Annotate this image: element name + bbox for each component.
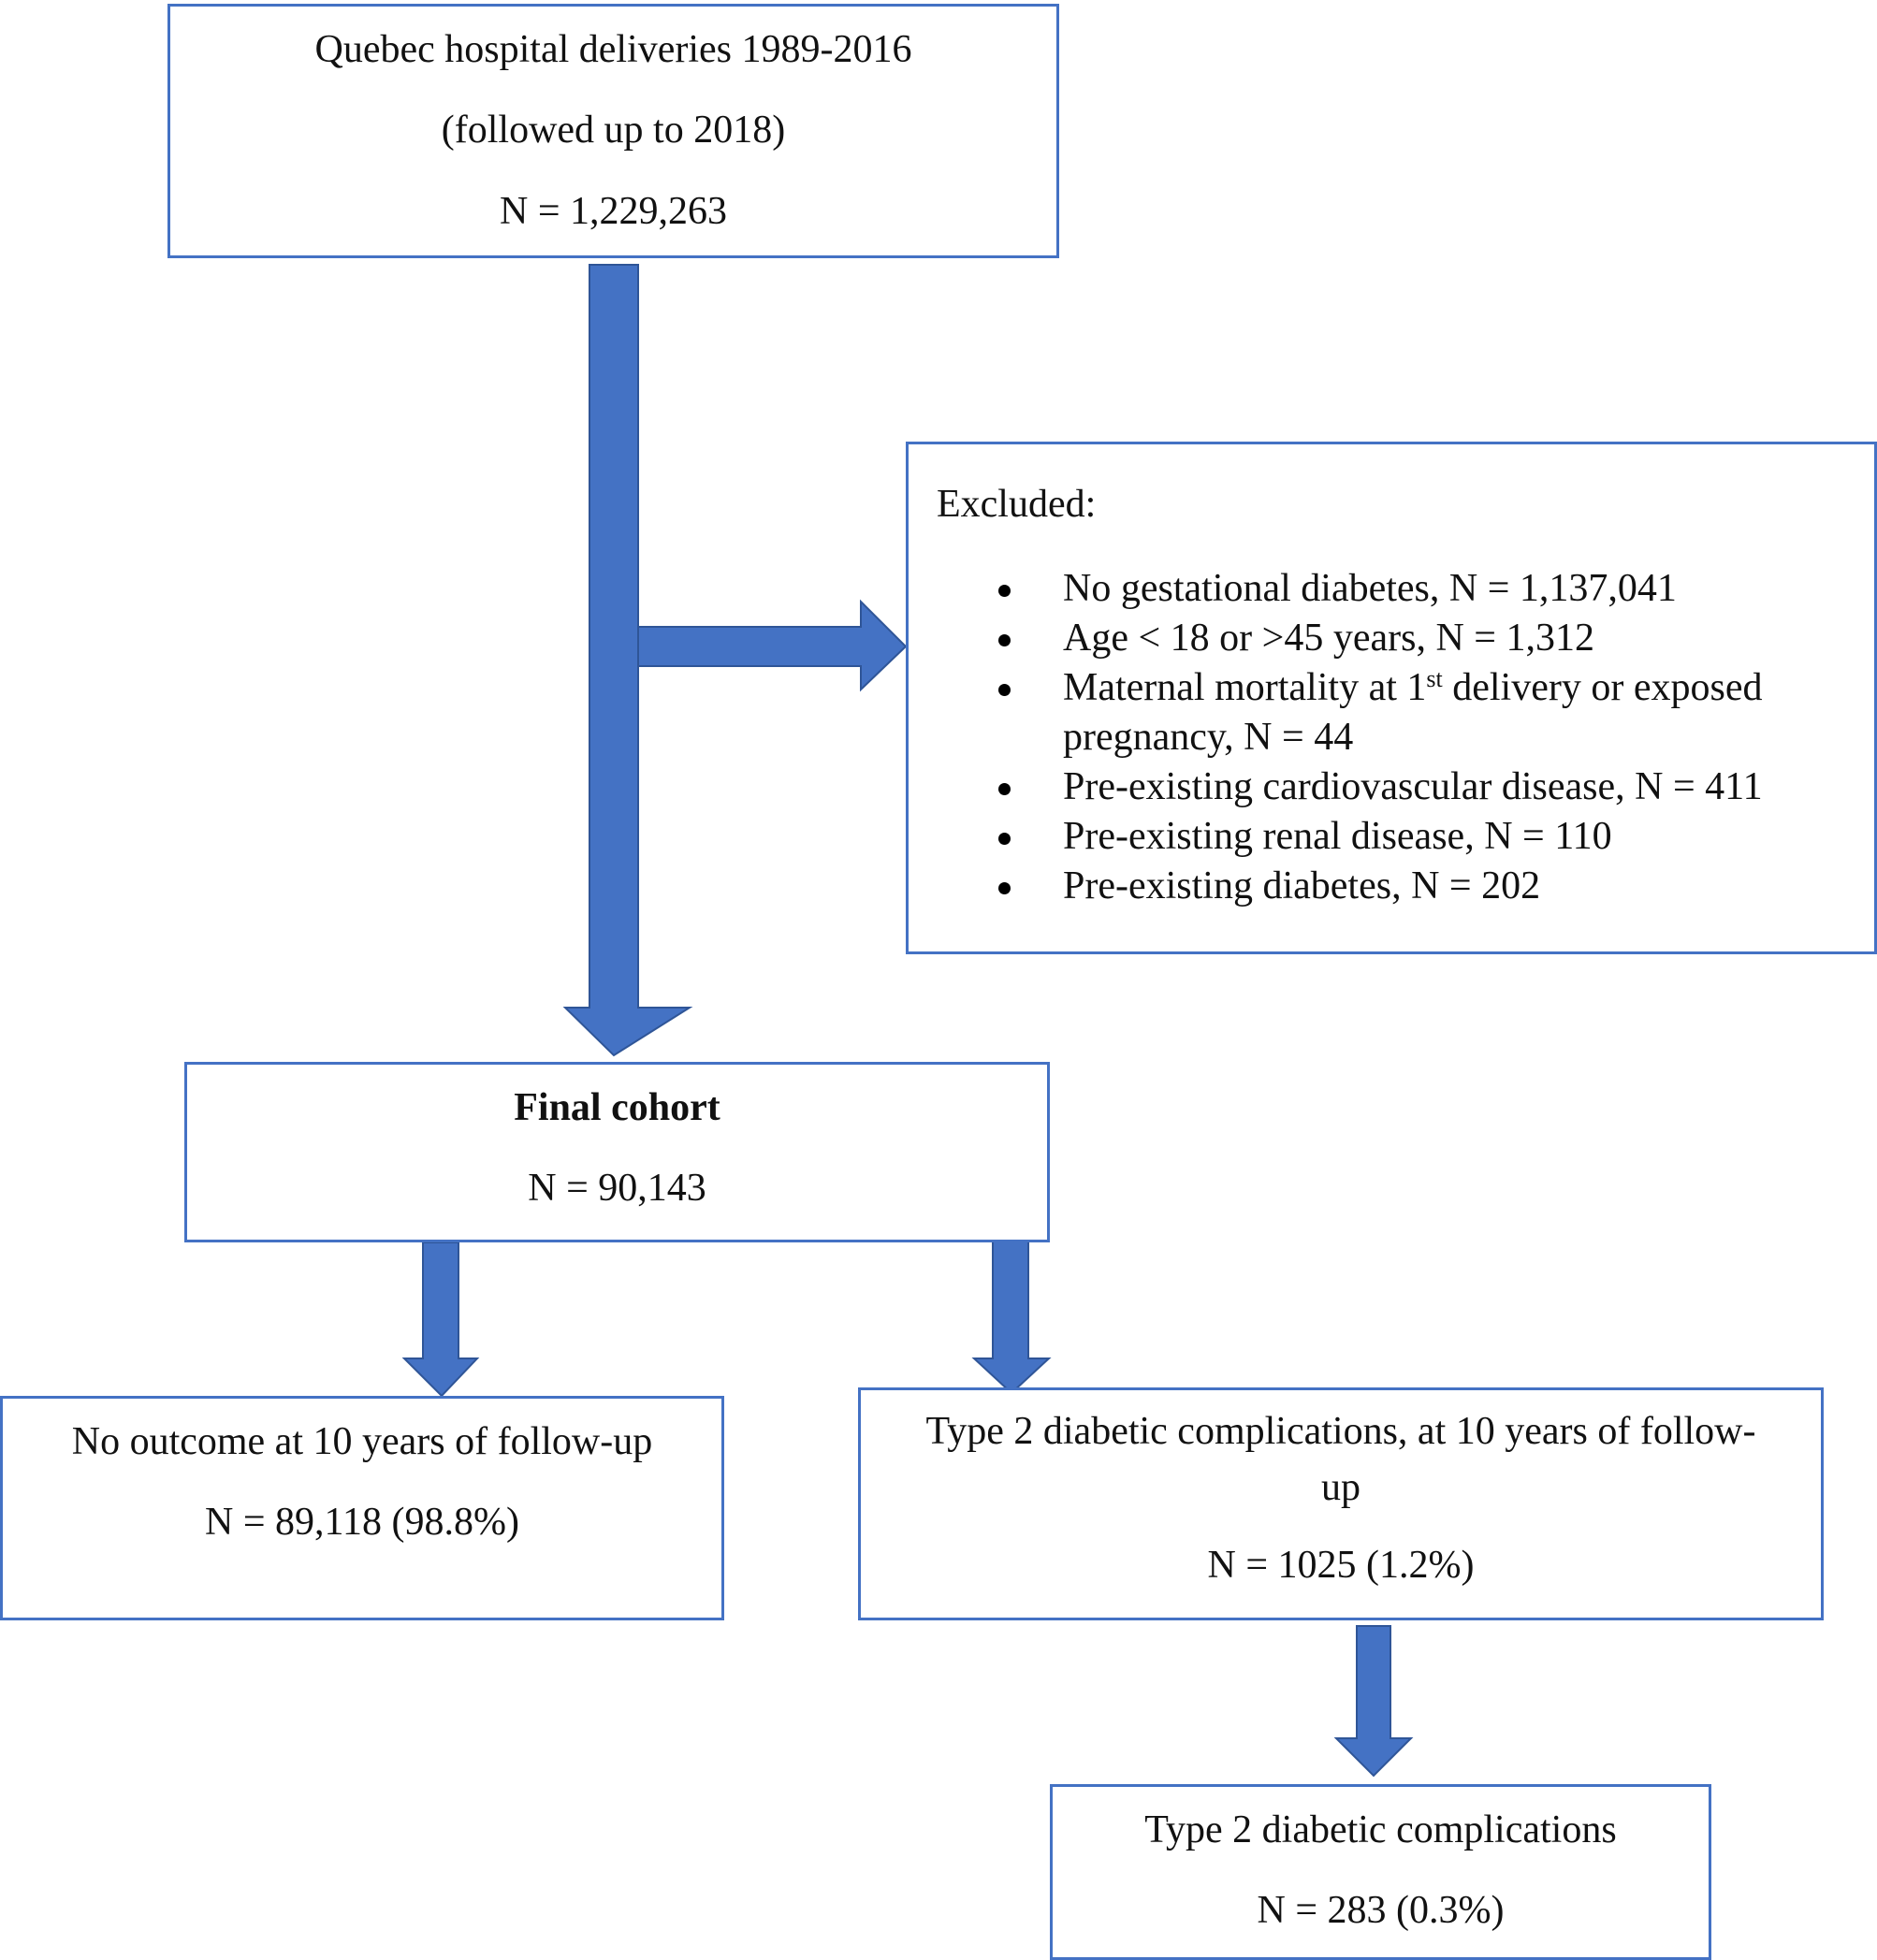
- excluded-title: Excluded:: [937, 483, 1097, 526]
- bullet-icon: [998, 634, 1011, 646]
- bullet-icon: [998, 783, 1011, 795]
- list-item: Pre-existing renal disease, N = 110: [909, 812, 1763, 862]
- final-cohort-count: N = 90,143: [528, 1167, 706, 1210]
- final-cohort-box: Final cohort N = 90,143: [184, 1062, 1050, 1242]
- list-item: Pre-existing cardiovascular disease, N =…: [909, 762, 1763, 812]
- excluded-box: Excluded: No gestational diabetes, N = 1…: [906, 442, 1877, 954]
- bullet-icon: [998, 684, 1011, 696]
- source-population-box: Quebec hospital deliveries 1989-2016 (fo…: [167, 4, 1059, 258]
- arrow-down-main: [562, 264, 693, 1057]
- final-cohort-title: Final cohort: [514, 1086, 720, 1129]
- arrow-down-type2: [1333, 1625, 1414, 1778]
- type2-followup-label-line1: Type 2 diabetic complications, at 10 yea…: [925, 1410, 1756, 1453]
- type2-followup-label-line2: up: [1321, 1466, 1360, 1509]
- bullet-icon: [998, 882, 1011, 894]
- list-item-line: Maternal mortality at 1st delivery or ex…: [1063, 665, 1763, 709]
- type2-complications-label: Type 2 diabetic complications: [1144, 1808, 1617, 1851]
- type2-followup-box: Type 2 diabetic complications, at 10 yea…: [858, 1387, 1824, 1620]
- excluded-list: No gestational diabetes, N = 1,137,041 A…: [909, 564, 1763, 911]
- arrow-right-excluded: [637, 599, 908, 692]
- follow-up-period: (followed up to 2018): [441, 109, 786, 152]
- bullet-icon: [998, 833, 1011, 845]
- list-item: Pre-existing diabetes, N = 202: [909, 862, 1763, 911]
- source-population-count: N = 1,229,263: [499, 190, 728, 233]
- list-item: No gestational diabetes, N = 1,137,041: [909, 564, 1763, 614]
- type2-complications-box: Type 2 diabetic complications N = 283 (0…: [1050, 1784, 1711, 1960]
- no-outcome-label: No outcome at 10 years of follow-up: [71, 1420, 653, 1463]
- type2-followup-count: N = 1025 (1.2%): [1207, 1544, 1475, 1587]
- list-item: Maternal mortality at 1st delivery or ex…: [909, 663, 1763, 762]
- no-outcome-box: No outcome at 10 years of follow-up N = …: [0, 1396, 724, 1620]
- source-population-title: Quebec hospital deliveries 1989-2016: [314, 28, 912, 71]
- list-item: Age < 18 or >45 years, N = 1,312: [909, 614, 1763, 663]
- list-item-line: pregnancy, N = 44: [1063, 716, 1354, 759]
- arrow-down-right: [971, 1239, 1052, 1395]
- no-outcome-count: N = 89,118 (98.8%): [205, 1501, 519, 1544]
- arrow-down-left: [401, 1241, 480, 1398]
- bullet-icon: [998, 585, 1011, 597]
- type2-complications-count: N = 283 (0.3%): [1257, 1889, 1505, 1932]
